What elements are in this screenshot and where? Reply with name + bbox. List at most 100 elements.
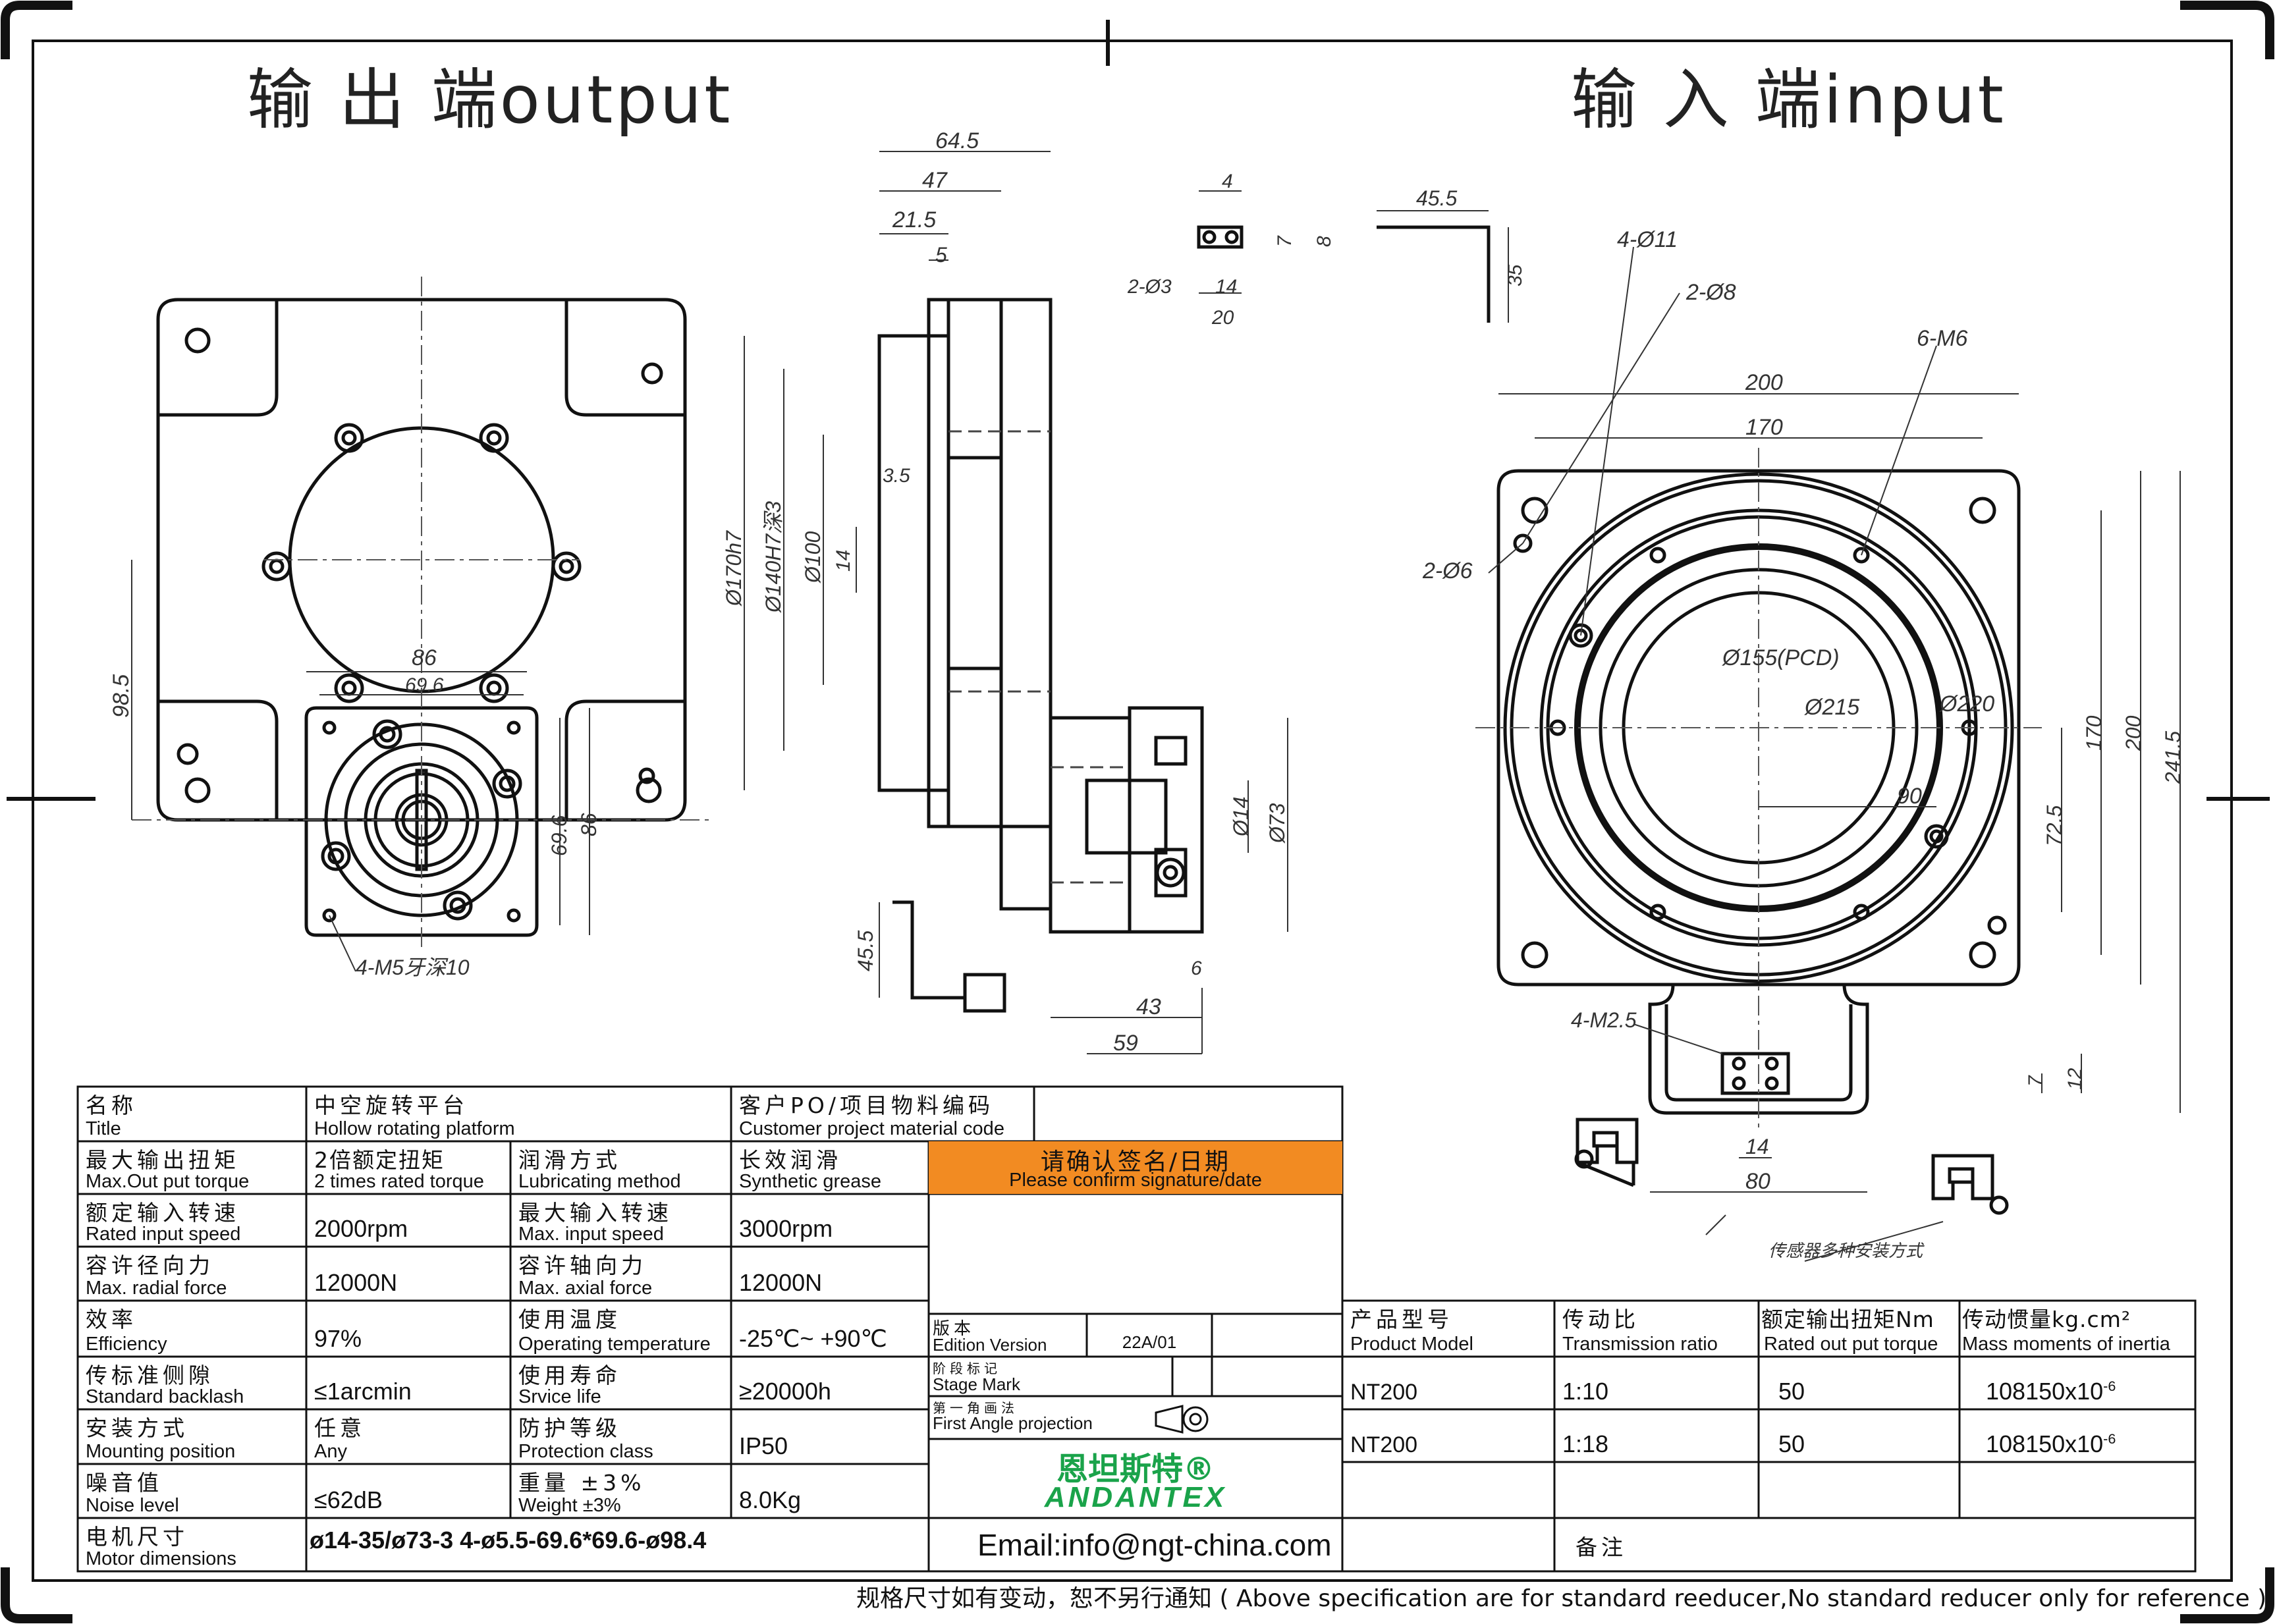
motor-dim-label-cn: 电机尺寸 [86, 1524, 188, 1550]
efficiency-label-en: Efficiency [86, 1334, 167, 1355]
dim-7-b: 7 [2025, 1075, 2046, 1087]
version-label: 版本 Edition Version [929, 1314, 1087, 1357]
max-torque-value-cn: 2倍额定扭矩 [314, 1147, 445, 1173]
radial-force-value: 12000N [306, 1247, 510, 1301]
row1-torque-text: 50 [1778, 1378, 1805, 1405]
sensor-note: 传感器多种安装方式 [1768, 1241, 1925, 1260]
protection-label-cn: 防护等级 [518, 1415, 621, 1441]
dim-64-5: 64.5 [935, 128, 979, 153]
motor-dim-label: 电机尺寸 Motor dimensions [78, 1518, 306, 1571]
dim-14-b: 14 [1745, 1135, 1769, 1158]
center-marks [7, 20, 2270, 801]
dim-3-5: 3.5 [883, 465, 910, 487]
remark-label-cn: 备注 [1576, 1534, 1627, 1560]
service-life-value: ≥20000h [731, 1357, 929, 1409]
axial-force-label-cn: 容许轴向力 [518, 1253, 647, 1278]
dim-59: 59 [1113, 1031, 1138, 1056]
dim-69-6-v: 69.6 [547, 815, 571, 856]
row2-torque: 50 [1759, 1409, 1960, 1462]
row2-inertia-exp: -6 [2103, 1430, 2116, 1447]
weight-value: 8.0Kg [731, 1464, 929, 1518]
output-centerlines [132, 277, 711, 948]
customer-code-cn: 客户PO/项目物料编码 [739, 1093, 994, 1118]
dim-o73: Ø73 [1265, 803, 1289, 844]
dim-2-o6: 2-Ø6 [1422, 558, 1473, 583]
row2-ratio-text: 1:18 [1562, 1430, 1609, 1457]
max-torque-value: 2倍额定扭矩 2 times rated torque [306, 1141, 510, 1194]
dim-14-small: 14 [1215, 276, 1237, 298]
max-torque-label-en: Max.Out put torque [86, 1171, 250, 1192]
dim-o14: Ø14 [1229, 797, 1253, 837]
dim-8: 8 [1313, 236, 1335, 247]
version-label-cn: 版本 [933, 1319, 975, 1339]
lubrication-label-en: Lubricating method [518, 1171, 681, 1192]
radial-force-label-en: Max. radial force [86, 1278, 227, 1299]
max-input-value: 3000rpm [731, 1194, 929, 1247]
motor-dim-value: ø14-35/ø73-3 4-ø5.5-69.6*69.6-ø98.4 [310, 1527, 707, 1554]
dim-98-5: 98.5 [109, 674, 134, 718]
logo-en: ANDANTEX [1044, 1481, 1227, 1513]
projection-symbol [1155, 1405, 1209, 1434]
backlash-label-cn: 传标准侧隙 [86, 1363, 214, 1388]
max-input-value-text: 3000rpm [739, 1215, 833, 1242]
stage-label-en: Stage Mark [933, 1374, 1020, 1394]
dim-47: 47 [922, 168, 948, 193]
version-value: 22A/01 [1087, 1314, 1212, 1357]
radial-force-value-text: 12000N [314, 1269, 398, 1296]
rated-input-label-cn: 额定输入转速 [86, 1200, 240, 1226]
noise-value: ≤62dB [306, 1464, 510, 1518]
dim-5: 5 [935, 243, 947, 267]
rated-input-label-en: Rated input speed [86, 1224, 241, 1245]
row2-ratio: 1:18 [1554, 1409, 1759, 1462]
motor-dim-label-en: Motor dimensions [86, 1548, 236, 1569]
axial-force-value: 12000N [731, 1247, 929, 1301]
title-label: 名称 Title [78, 1087, 306, 1141]
projection-label-en: First Angle projection [933, 1413, 1093, 1433]
max-torque-label-cn: 最大输出扭矩 [86, 1147, 240, 1173]
row1-inertia-exp: -6 [2103, 1378, 2116, 1394]
row1-inertia-text: 108150x10 [1986, 1378, 2104, 1405]
protection-value-text: IP50 [739, 1432, 788, 1459]
version-label-en: Edition Version [933, 1335, 1047, 1355]
protection-value: IP50 [731, 1409, 929, 1464]
confirm-signature: 请确认签名/日期 Please confirm signature/date [929, 1141, 1342, 1194]
temperature-label-en: Operating temperature [518, 1334, 711, 1355]
dim-12: 12 [2064, 1068, 2086, 1090]
dim-2-o8: 2-Ø8 [1686, 280, 1736, 305]
dim-86-v: 86 [577, 813, 601, 836]
rated-torque-header-cn: 额定输出扭矩Nm [1761, 1307, 1934, 1332]
title-block: 名称 Title 中空旋转平台 Hollow rotating platform… [78, 1087, 2195, 1571]
customer-code: 客户PO/项目物料编码 Customer project material co… [731, 1087, 1034, 1141]
max-input-label: 最大输入转速 Max. input speed [510, 1194, 731, 1247]
weight-label-en: Weight ±3% [518, 1495, 621, 1516]
dim-45-5-a: 45.5 [1416, 186, 1457, 210]
row2-model-text: NT200 [1350, 1432, 1418, 1457]
model-header: 产品型号 Product Model [1342, 1301, 1554, 1357]
dim-43: 43 [1136, 994, 1161, 1019]
max-input-label-en: Max. input speed [518, 1224, 664, 1245]
dim-4: 4 [1222, 171, 1233, 192]
dim-pcd: Ø155(PCD) [1722, 645, 1840, 670]
inertia-header-en: Mass moments of inertia [1962, 1334, 2170, 1355]
dim-6: 6 [1191, 958, 1202, 979]
mounting-label: 安装方式 Mounting position [78, 1409, 306, 1464]
dim-20: 20 [1211, 307, 1234, 329]
temperature-label-cn: 使用温度 [518, 1307, 621, 1332]
efficiency-value: 97% [306, 1301, 510, 1357]
dim-35: 35 [1504, 264, 1526, 286]
service-life-value-text: ≥20000h [739, 1378, 831, 1405]
backlash-label: 传标准侧隙 Standard backlash [78, 1357, 306, 1409]
dim-140h7: Ø140H7深3 [761, 501, 785, 613]
row1-model-text: NT200 [1350, 1380, 1418, 1405]
dim-170: 170 [1745, 415, 1783, 440]
backlash-value: ≤1arcmin [306, 1357, 510, 1409]
ratio-header: 传动比 Transmission ratio [1554, 1301, 1759, 1357]
row2-torque-text: 50 [1778, 1430, 1805, 1457]
dim-200: 200 [1745, 370, 1783, 395]
title-label-cn: 名称 [86, 1093, 137, 1118]
dim-4-o11: 4-Ø11 [1617, 227, 1678, 252]
stage-label: 阶段标记 Stage Mark [929, 1357, 1172, 1396]
side-view [877, 225, 1491, 1013]
